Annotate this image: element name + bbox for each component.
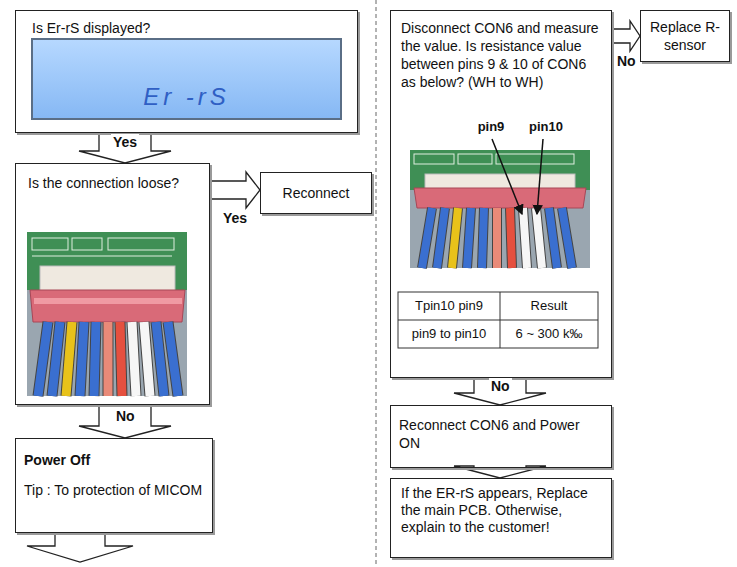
table-cell: Result (501, 293, 597, 319)
branch-label: No (114, 408, 137, 424)
action-text: Reconnect (277, 184, 356, 202)
wire (452, 208, 458, 268)
photo-background (27, 232, 187, 396)
branch-label: Yes (111, 134, 139, 150)
action-box: Reconnect CON6 and Power ON (390, 405, 612, 468)
question-text: Is the connection loose? (16, 164, 209, 192)
table-cell: Tpin10 pin9 (399, 293, 499, 319)
wire (422, 208, 572, 268)
lcd-readout: Er -rS (16, 83, 357, 111)
block-arrow (210, 172, 260, 208)
action-text: Reconnect CON6 and Power ON (391, 406, 611, 462)
pcb (410, 150, 590, 190)
wire-outline (38, 322, 178, 396)
wire-outline (422, 208, 572, 268)
block-arrow (454, 378, 546, 405)
pin-label: pin10 (524, 118, 568, 136)
block-arrow (612, 21, 640, 51)
action-box: Power OffTip : To protection of MICOM (15, 438, 213, 533)
table-cell: pin9 to pin10 (399, 321, 499, 347)
branch-label: Yes (221, 210, 249, 226)
continuation-arrow (27, 533, 133, 562)
connector-housing (30, 290, 185, 322)
connector-latch (40, 266, 175, 292)
photo-background (410, 150, 590, 268)
wire (510, 208, 512, 268)
connector-housing (414, 188, 586, 208)
decision-box: Disconnect CON6 and measure the value. I… (390, 10, 612, 378)
question-text: Is Er-rS displayed? (16, 11, 357, 37)
wire (120, 322, 122, 396)
block-arrow (79, 133, 171, 163)
block-arrow (79, 405, 171, 438)
silkscreen (414, 154, 454, 164)
table-grid (398, 292, 598, 348)
branch-label: No (489, 378, 512, 394)
pin-label: pin9 (472, 118, 510, 136)
branch-label: No (615, 53, 638, 69)
table-cell: 6 ~ 300 k‰ (501, 321, 597, 347)
table-grid (398, 320, 598, 321)
wire (66, 322, 72, 396)
column-divider (376, 0, 377, 567)
connector-housing (34, 298, 182, 304)
decision-box: Is the connection loose? (15, 163, 210, 405)
silkscreen (458, 154, 492, 164)
decision-box: Is Er-rS displayed? Er -rS (15, 10, 358, 133)
question-text: Disconnect CON6 and measure the value. I… (391, 11, 611, 91)
wire (132, 322, 150, 396)
silkscreen (496, 154, 574, 164)
action-text: Replace R-sensor (641, 18, 729, 54)
silkscreen (32, 256, 172, 257)
action-box: Replace R-sensor (640, 10, 730, 62)
tip-text: Tip : To protection of MICOM (16, 469, 212, 499)
silkscreen (32, 238, 68, 250)
action-heading: Power Off (16, 439, 212, 469)
wire (523, 208, 542, 268)
silkscreen (108, 238, 174, 250)
wire (493, 208, 501, 268)
leader-line (537, 139, 543, 214)
silkscreen (72, 238, 102, 250)
leader-line (492, 139, 522, 214)
action-box: Reconnect (260, 172, 372, 214)
wire (104, 322, 113, 396)
wire (38, 322, 178, 396)
action-text: If the ER-rS appears, Replace the main P… (391, 479, 611, 540)
action-box: If the ER-rS appears, Replace the main P… (390, 478, 612, 558)
